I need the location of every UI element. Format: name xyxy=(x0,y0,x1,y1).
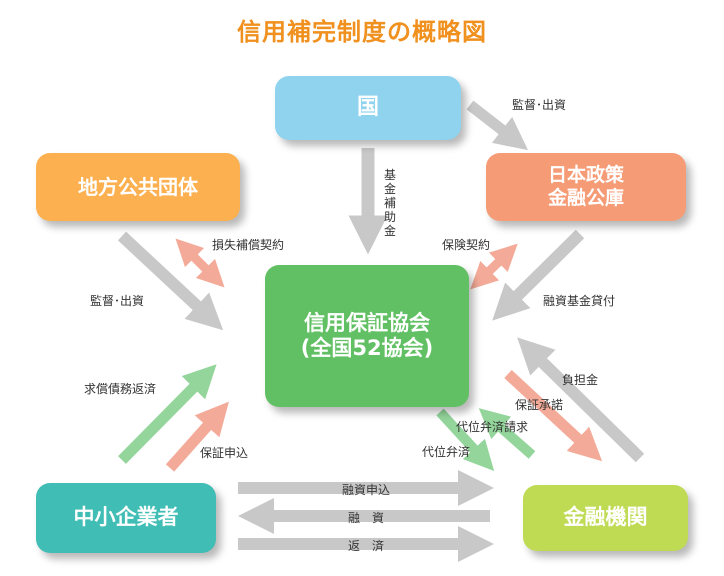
arrow-sme-to-cgc-repay xyxy=(118,364,217,464)
node-kuni-label: 国 xyxy=(356,94,379,120)
node-jfc: 日本政策 金融公庫 xyxy=(486,153,686,221)
node-credit-guarantee-corp: 信用保証協会 (全国52協会) xyxy=(265,265,469,407)
label-kuni-to-cgc: 基金補助金 xyxy=(383,168,396,238)
arrow-kuni-to-jfc xyxy=(466,100,529,151)
arrow-jfc-cgc-insurance xyxy=(470,243,518,290)
node-local-government: 地方公共団体 xyxy=(36,153,240,221)
arrow-cgc-payment xyxy=(436,408,495,472)
label-chiho-cgc-contract: 損失補償契約 xyxy=(212,238,285,252)
label-jfc-cgc-insurance: 保険契約 xyxy=(442,238,491,252)
arrow-bank-to-cgc xyxy=(517,337,645,463)
node-cgc-label-line1: 信用保証協会 xyxy=(304,310,430,335)
node-bank-label: 金融機関 xyxy=(563,505,648,530)
label-cgc-to-sme: 求償債務返済 xyxy=(84,382,157,396)
label-bank-claim: 代位弁済請求 xyxy=(456,420,529,434)
arrow-sme-to-cgc-apply xyxy=(165,401,229,472)
node-local-government-label: 地方公共団体 xyxy=(78,175,198,199)
node-kuni: 国 xyxy=(275,76,461,140)
arrow-jfc-to-cgc xyxy=(492,229,585,321)
node-cgc-label-line2: (全国52協会) xyxy=(300,336,434,360)
node-sme-label: 中小企業者 xyxy=(73,505,179,530)
label-sme-to-cgc: 保証申込 xyxy=(200,446,249,460)
node-jfc-label-line2: 金融公庫 xyxy=(547,187,624,209)
label-jfc-to-cgc: 融資基金貸付 xyxy=(543,294,616,308)
arrow-cgc-to-bank xyxy=(504,369,603,462)
label-bank-to-sme-loan: 融 資 xyxy=(347,511,384,525)
arrow-chiho-cgc-contract xyxy=(175,238,225,288)
arrow-bank-claim xyxy=(478,408,536,459)
label-cgc-to-bank: 保証承諾 xyxy=(515,398,564,412)
label-chiho-to-cgc: 監督･出資 xyxy=(90,294,145,308)
node-financial-institution: 金融機関 xyxy=(523,485,688,551)
label-sme-to-bank-apply: 融資申込 xyxy=(341,483,390,497)
node-sme: 中小企業者 xyxy=(36,483,216,553)
label-cgc-payment: 代位弁済 xyxy=(422,445,471,459)
label-kuni-to-jfc: 監督･出資 xyxy=(512,98,567,112)
node-jfc-label-line1: 日本政策 xyxy=(547,164,624,187)
label-bank-to-cgc: 負担金 xyxy=(562,373,599,387)
arrow-chiho-to-cgc xyxy=(117,231,224,331)
label-sme-to-bank-repay: 返 済 xyxy=(347,539,384,553)
diagram-title: 信用補完制度の概略図 xyxy=(237,18,487,46)
